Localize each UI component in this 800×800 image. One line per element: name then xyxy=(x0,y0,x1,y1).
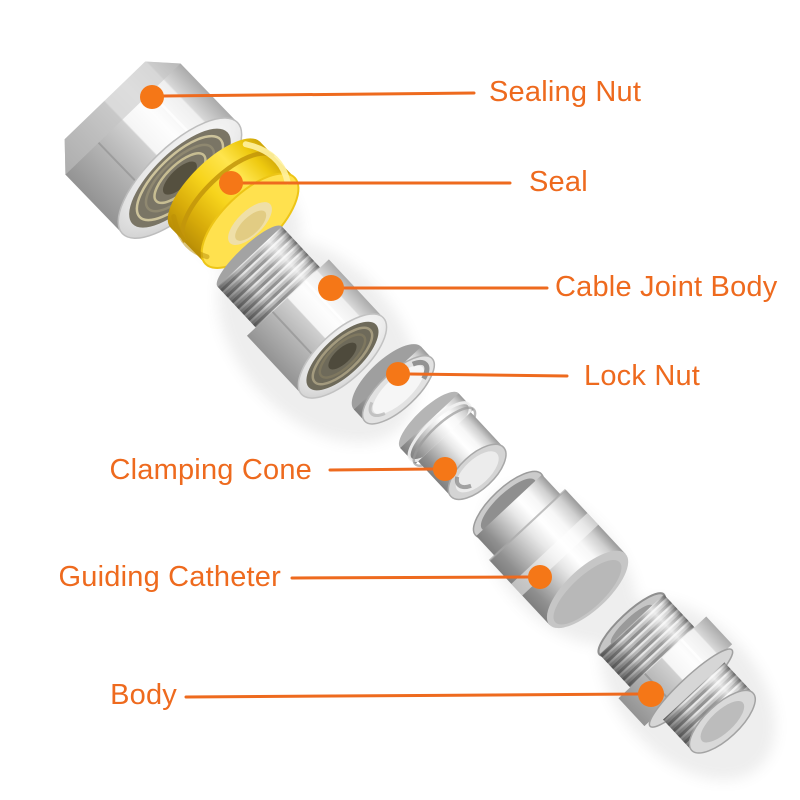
body-leader-line xyxy=(184,692,641,699)
label-body: Body xyxy=(110,678,177,711)
clamping-cone-dot xyxy=(433,457,457,481)
label-clamping-cone: Clamping Cone xyxy=(109,453,312,486)
cable-joint-body-dot xyxy=(318,275,344,301)
guiding-catheter-illustration xyxy=(472,470,629,629)
lock-nut-leader-line xyxy=(408,372,569,378)
seal-dot xyxy=(219,171,243,195)
sealing-nut-leader-line xyxy=(161,91,476,98)
seal-groove xyxy=(180,151,275,244)
cable-joint-body-hex xyxy=(246,259,384,395)
seal-illustration xyxy=(167,138,300,269)
label-lock-nut: Lock Nut xyxy=(584,359,701,392)
body-dot xyxy=(638,681,664,707)
label-guiding-catheter: Guiding Catheter xyxy=(58,560,281,593)
label-sealing-nut: Sealing Nut xyxy=(489,75,642,108)
guiding-catheter-dot xyxy=(528,565,552,589)
leader-lines xyxy=(161,91,641,699)
cable-joint-body-illustration xyxy=(216,225,388,399)
lock-nut-dot xyxy=(386,362,410,386)
label-seal: Seal xyxy=(529,165,588,198)
clamping-cone-leader-line xyxy=(328,467,435,472)
lock-nut-hole xyxy=(372,365,425,415)
guiding-catheter-leader-line xyxy=(290,575,530,580)
callout-dots xyxy=(140,85,664,707)
label-cable-joint-body: Cable Joint Body xyxy=(555,270,778,303)
sealing-nut-dot xyxy=(140,85,164,109)
